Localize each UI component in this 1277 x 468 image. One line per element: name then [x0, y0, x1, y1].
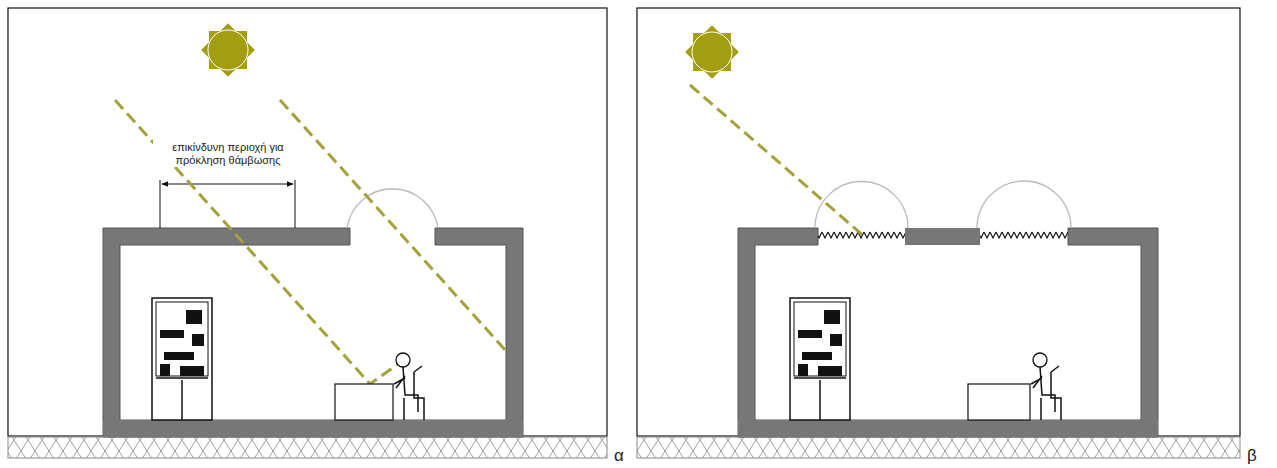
louver-shade: [980, 231, 1068, 241]
desk-with-person: [968, 353, 1061, 420]
ground-hatch: [637, 437, 1240, 458]
sun: [685, 25, 739, 79]
panel-frame: [8, 8, 607, 436]
skylight-dome: [977, 181, 1071, 228]
panel-frame: [637, 8, 1240, 436]
sun-ray: [690, 85, 866, 238]
skylight-dome: [347, 189, 438, 228]
building-section: [738, 228, 1158, 437]
floor-slab: [103, 420, 523, 437]
glare-zone-bracket: [160, 180, 295, 228]
glare-zone-label: επικίνδυνη περιοχή για πρόκληση θάμβωσης: [153, 141, 303, 167]
bookcase: [152, 298, 212, 420]
ground-hatch: [8, 437, 607, 458]
desk-with-person: [335, 353, 424, 420]
bookcase: [790, 298, 850, 420]
panel-beta: [637, 8, 1240, 458]
panel-letter: α: [610, 446, 628, 466]
building-section: [103, 228, 523, 437]
panel-alpha: [8, 8, 607, 458]
floor-slab: [738, 420, 1158, 437]
sun: [201, 23, 255, 77]
panel-letter: β: [1243, 446, 1261, 466]
roof-segment: [905, 228, 980, 245]
